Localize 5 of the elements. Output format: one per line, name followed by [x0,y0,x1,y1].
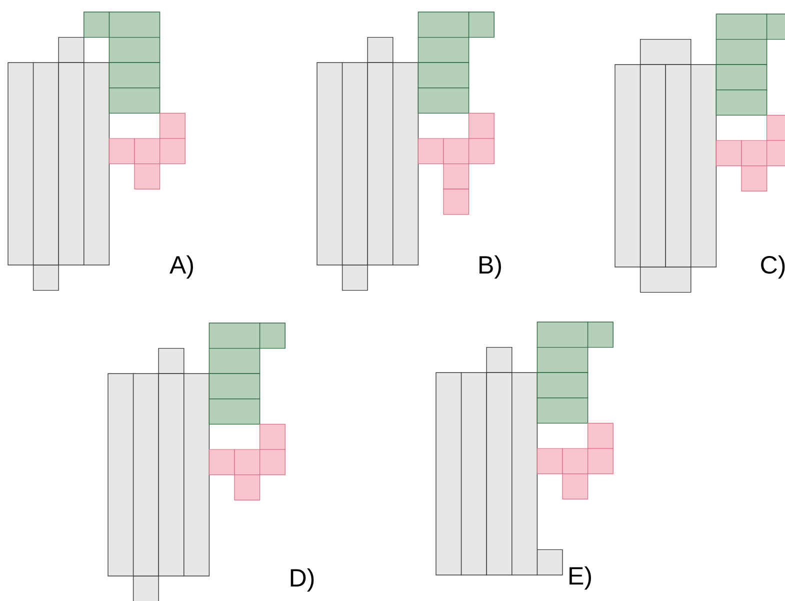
option-label: C) [761,255,785,279]
option-label: B) [480,255,501,279]
option-label: D) [290,568,314,592]
option-label: E) [570,566,591,590]
option-label: A) [170,255,193,279]
